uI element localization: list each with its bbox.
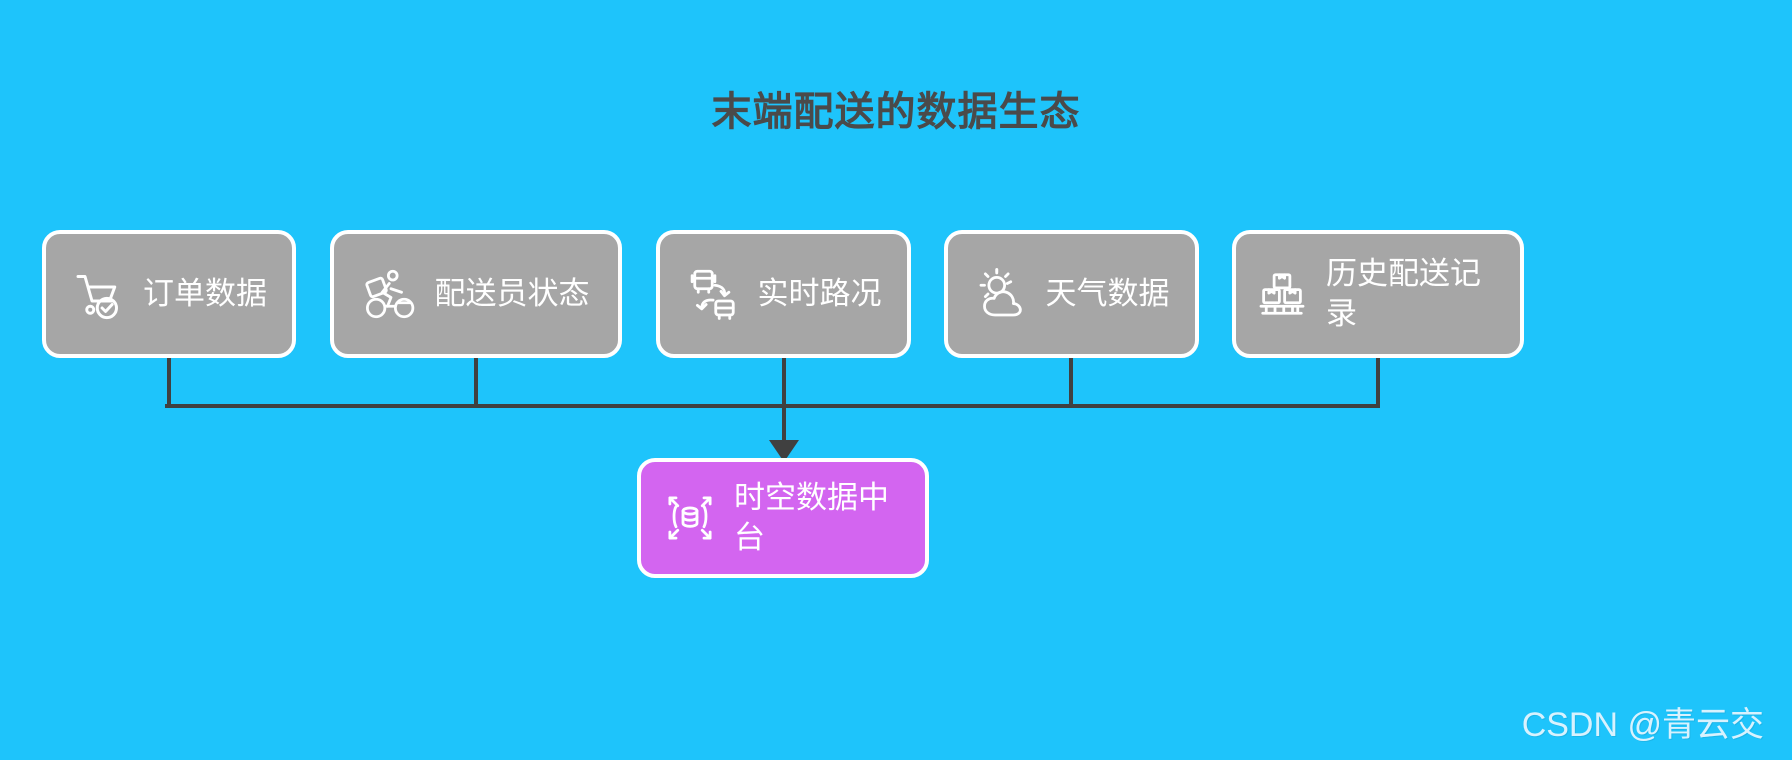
node-label: 实时路况 [757, 275, 882, 311]
page-title: 末端配送的数据生态 [711, 90, 1081, 134]
node-label: 配送员状态 [434, 275, 590, 311]
traffic-vehicles-icon [686, 266, 742, 322]
connector-arrowhead [769, 440, 799, 462]
node-courier-status[interactable]: 配送员状态 [330, 230, 622, 358]
node-label: 订单数据 [143, 275, 267, 311]
node-label: 天气数据 [1045, 275, 1170, 311]
shopping-cart-check-icon [71, 266, 127, 322]
watermark: CSDN @青云交 [1521, 706, 1764, 744]
connector-drop-weather-data [1069, 358, 1073, 406]
node-label: 时空数据中台 [734, 479, 889, 555]
database-expand-icon [662, 490, 718, 546]
connector-drop-courier-status [474, 358, 478, 406]
node-order-data[interactable]: 订单数据 [42, 230, 296, 358]
sun-cloud-icon [974, 266, 1030, 322]
node-realtime-traffic[interactable]: 实时路况 [656, 230, 911, 358]
connector-drop-realtime-traffic [782, 358, 786, 406]
delivery-rider-icon [363, 266, 419, 322]
stacked-boxes-icon [1254, 266, 1310, 322]
connector-horizontal-bus [165, 404, 1380, 408]
connector-drop-delivery-history [1376, 358, 1380, 406]
node-weather-data[interactable]: 天气数据 [944, 230, 1199, 358]
connector-drop-order-data [167, 358, 171, 406]
connector-stem-to-target [782, 404, 786, 446]
node-delivery-history[interactable]: 历史配送记录 [1232, 230, 1524, 358]
node-spatiotemporal-data-platform[interactable]: 时空数据中台 [637, 458, 929, 578]
node-label: 历史配送记录 [1326, 255, 1481, 331]
